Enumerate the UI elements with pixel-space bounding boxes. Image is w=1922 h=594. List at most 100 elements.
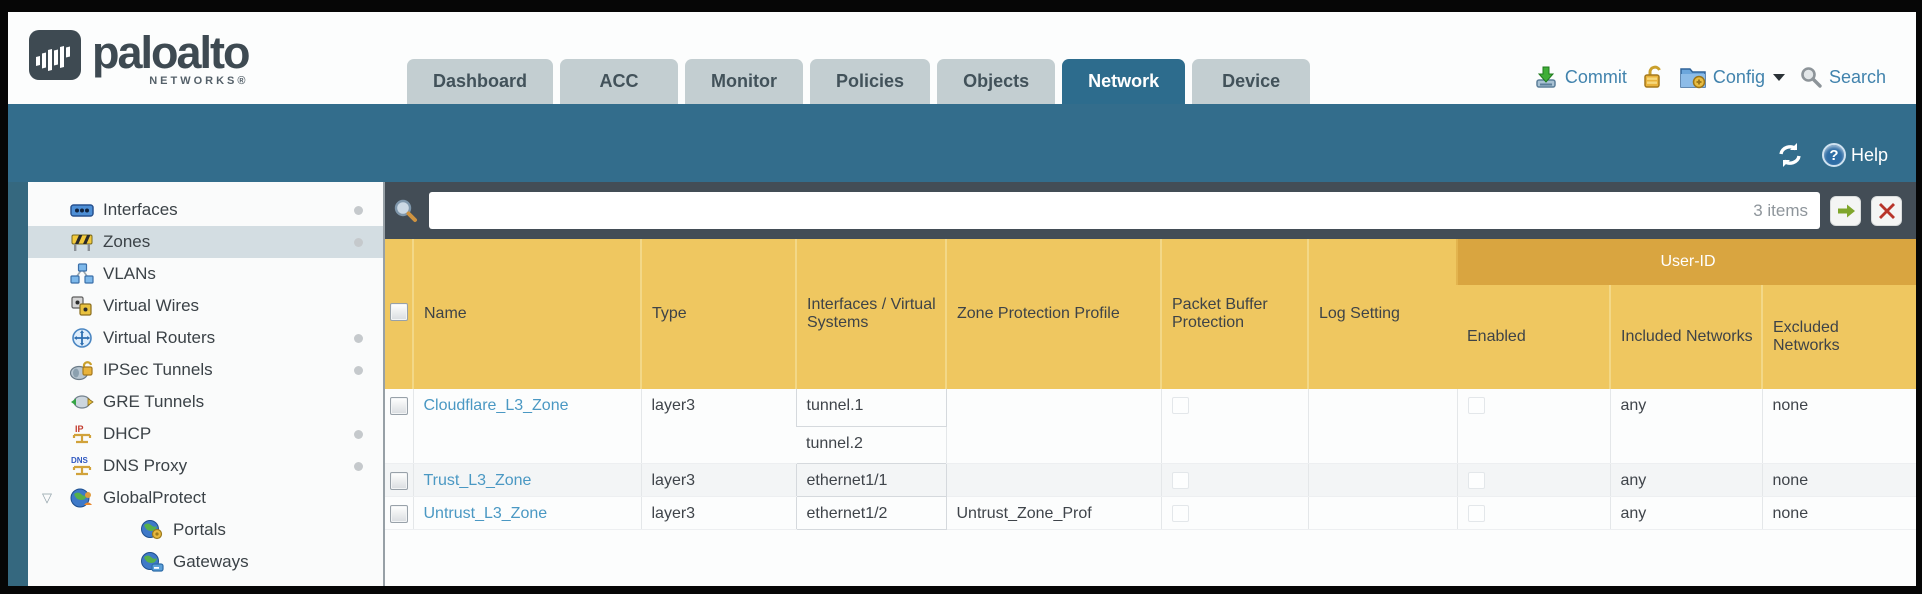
teal-band: ? Help bbox=[8, 104, 1916, 182]
enabled-checkbox[interactable] bbox=[1467, 504, 1485, 522]
sidebar-item-label: Interfaces bbox=[103, 200, 178, 219]
search-button[interactable]: Search bbox=[1799, 65, 1886, 89]
tab-objects[interactable]: Objects bbox=[937, 59, 1056, 104]
sidebar-item-dns-proxy[interactable]: DNS DNS Proxy bbox=[28, 450, 383, 482]
expander-triangle-icon[interactable]: ▽ bbox=[42, 490, 52, 505]
cell-log-setting bbox=[1307, 389, 1457, 464]
clear-filter-button[interactable] bbox=[1871, 195, 1902, 226]
search-icon bbox=[1801, 67, 1822, 88]
items-count: 3 items bbox=[1753, 200, 1808, 220]
cell-type: layer3 bbox=[640, 463, 796, 497]
sidebar-item-interfaces[interactable]: Interfaces bbox=[28, 194, 383, 226]
config-icon bbox=[1680, 68, 1706, 89]
sidebar-item-label: GRE Tunnels bbox=[103, 392, 205, 411]
cell-interface: ethernet1/1 bbox=[795, 463, 947, 497]
tab-policies[interactable]: Policies bbox=[810, 59, 931, 104]
cell-zone-protection-profile: Untrust_Zone_Prof bbox=[945, 496, 1161, 530]
portals-icon bbox=[141, 520, 163, 540]
packet-buffer-protection-checkbox[interactable] bbox=[1171, 471, 1189, 489]
col-header-excluded-networks[interactable]: Excluded Networks bbox=[1761, 285, 1916, 389]
sidebar-item-label: Virtual Routers bbox=[103, 328, 216, 347]
cell-log-setting bbox=[1307, 496, 1457, 530]
tab-network[interactable]: Network bbox=[1062, 59, 1186, 104]
paloalto-logo: paloalto NETWORKS® bbox=[28, 27, 251, 87]
virtual-routers-icon bbox=[72, 328, 92, 348]
sidebar-item-gre-tunnels[interactable]: GRE Tunnels bbox=[28, 386, 383, 418]
zone-name-link[interactable]: Trust_L3_Zone bbox=[423, 471, 532, 489]
col-header-enabled[interactable]: Enabled bbox=[1457, 285, 1610, 389]
tab-device[interactable]: Device bbox=[1192, 59, 1311, 104]
filter-search-input[interactable] bbox=[441, 201, 1754, 220]
sidebar-item-label: Portals bbox=[173, 520, 226, 539]
tab-monitor[interactable]: Monitor bbox=[685, 59, 804, 104]
enabled-checkbox[interactable] bbox=[1467, 471, 1485, 489]
status-dot bbox=[354, 206, 363, 215]
cell-zone-protection-profile bbox=[945, 463, 1161, 497]
magnifier-icon[interactable] bbox=[393, 198, 419, 224]
ipsec-tunnels-icon bbox=[70, 361, 93, 381]
status-dot bbox=[354, 238, 363, 247]
sidebar-item-vlans[interactable]: VLANs bbox=[28, 258, 383, 290]
cell-zone-protection-profile bbox=[945, 389, 1161, 464]
apply-filter-button[interactable] bbox=[1830, 195, 1861, 226]
tab-dashboard[interactable]: Dashboard bbox=[407, 59, 554, 104]
vlans-icon bbox=[70, 263, 94, 284]
zone-name-link[interactable]: Cloudflare_L3_Zone bbox=[423, 397, 569, 414]
dhcp-icon: IP bbox=[72, 424, 92, 444]
sidebar-item-virtual-routers[interactable]: Virtual Routers bbox=[28, 322, 383, 354]
sidebar-item-ipsec-tunnels[interactable]: IPSec Tunnels bbox=[28, 354, 383, 386]
row-checkbox[interactable] bbox=[390, 397, 408, 415]
app-window: paloalto NETWORKS® Dashboard ACC Monitor… bbox=[8, 12, 1916, 586]
sidebar-item-label: VLANs bbox=[103, 264, 156, 283]
green-arrow-icon bbox=[1837, 204, 1855, 217]
user-id-group-header: User-ID bbox=[1456, 239, 1916, 285]
col-header-type[interactable]: Type bbox=[640, 239, 796, 389]
commit-icon bbox=[1536, 66, 1556, 88]
cell-type: layer3 bbox=[640, 496, 796, 530]
svg-text:DNS: DNS bbox=[71, 456, 89, 465]
sidebar-item-dhcp[interactable]: IP DHCP bbox=[28, 418, 383, 450]
zones-icon bbox=[71, 234, 93, 251]
row-checkbox[interactable] bbox=[390, 471, 408, 490]
col-header-included-networks[interactable]: Included Networks bbox=[1609, 285, 1762, 389]
sidebar-item-portals[interactable]: Portals bbox=[28, 514, 383, 546]
table-filter-toolbar: 3 items bbox=[385, 182, 1916, 239]
table-row: Cloudflare_L3_Zone layer3 tunnel.1 any n… bbox=[385, 389, 1916, 464]
sidebar-item-gateways[interactable]: Gateways bbox=[28, 546, 383, 578]
zone-name-link[interactable]: Untrust_L3_Zone bbox=[423, 504, 548, 522]
lock-button[interactable] bbox=[1641, 64, 1665, 90]
red-x-icon bbox=[1878, 202, 1895, 219]
col-header-packet-buffer-protection[interactable]: Packet Buffer Protection bbox=[1160, 239, 1308, 389]
sidebar-item-label: DNS Proxy bbox=[103, 456, 188, 475]
zones-main-panel: 3 items bbox=[383, 182, 1916, 586]
status-dot bbox=[354, 430, 363, 439]
help-button[interactable]: ? Help bbox=[1821, 143, 1888, 167]
sidebar-item-globalprotect[interactable]: ▽ GlobalProtect bbox=[28, 482, 383, 514]
row-checkbox[interactable] bbox=[390, 504, 408, 523]
brand-name: paloalto bbox=[92, 27, 251, 78]
status-dot bbox=[354, 462, 363, 471]
col-header-log-setting[interactable]: Log Setting bbox=[1307, 239, 1457, 389]
config-menu-button[interactable]: Config bbox=[1679, 64, 1785, 90]
sidebar-item-zones[interactable]: Zones bbox=[28, 226, 383, 258]
col-header-name[interactable]: Name bbox=[412, 239, 641, 389]
col-header-interfaces[interactable]: Interfaces / Virtual Systems bbox=[795, 239, 946, 389]
globalprotect-icon bbox=[70, 488, 92, 508]
commit-button[interactable]: Commit bbox=[1533, 64, 1627, 90]
enabled-checkbox[interactable] bbox=[1467, 397, 1485, 414]
cell-interface: ethernet1/2 bbox=[795, 496, 947, 530]
chevron-down-icon bbox=[1772, 73, 1785, 81]
refresh-icon[interactable] bbox=[1776, 142, 1804, 168]
network-sidebar: Interfaces Zones VLANs bbox=[28, 182, 383, 586]
packet-buffer-protection-checkbox[interactable] bbox=[1171, 397, 1189, 414]
tab-acc[interactable]: ACC bbox=[560, 59, 679, 104]
commit-label: Commit bbox=[1564, 66, 1627, 87]
sidebar-item-virtual-wires[interactable]: Virtual Wires bbox=[28, 290, 383, 322]
cell-interface: tunnel.2 bbox=[796, 426, 947, 464]
packet-buffer-protection-checkbox[interactable] bbox=[1171, 504, 1189, 522]
sidebar-item-label: Zones bbox=[103, 232, 151, 251]
col-header-zone-protection-profile[interactable]: Zone Protection Profile bbox=[945, 239, 1161, 389]
select-all-checkbox[interactable] bbox=[390, 302, 408, 321]
virtual-wires-icon bbox=[71, 296, 92, 316]
sidebar-item-label: GlobalProtect bbox=[103, 488, 206, 507]
